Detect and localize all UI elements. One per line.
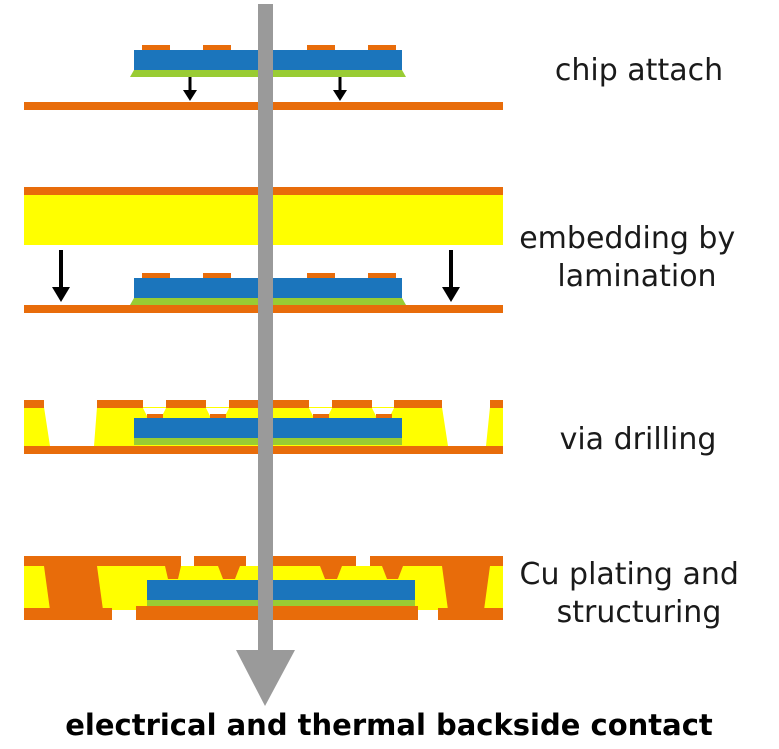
chip-pad <box>203 45 231 50</box>
copper-bottom-trace <box>24 608 112 620</box>
label-embedding: embedding by lamination <box>519 221 745 294</box>
copper-top-segment <box>332 400 372 408</box>
plated-microvia <box>320 566 342 579</box>
process-flow-arrow-shaft <box>258 4 273 654</box>
copper-top-trace <box>370 556 503 566</box>
plated-microvia <box>165 566 181 579</box>
bottom-label: electrical and thermal backside contact <box>65 708 713 742</box>
attach-arrow-head <box>183 90 197 101</box>
chip-pad <box>368 273 396 278</box>
plated-via <box>44 566 103 610</box>
chip-pad <box>307 273 335 278</box>
copper-top-trace <box>24 556 181 566</box>
lamination-arrow-head <box>52 287 70 302</box>
chip-pad <box>142 45 170 50</box>
copper-top-segment <box>490 400 503 408</box>
chip-pad <box>307 45 335 50</box>
laminate-segment <box>486 407 503 446</box>
chip-pad <box>210 414 226 418</box>
lamination-arrow-head <box>442 287 460 302</box>
label-chip-attach: chip attach <box>555 53 723 88</box>
adhesive-layer <box>147 600 415 606</box>
copper-top-segment <box>97 400 143 408</box>
laminate-segment <box>24 407 50 446</box>
attach-arrow-head <box>333 90 347 101</box>
chip-pad <box>142 273 170 278</box>
copper-bottom-thermal-pad <box>136 606 418 620</box>
chip-pad <box>203 273 231 278</box>
label-via-drilling: via drilling <box>560 422 717 457</box>
chip-pad <box>147 414 163 418</box>
copper-top-trace <box>194 556 246 566</box>
chip <box>147 580 415 600</box>
copper-top-segment <box>166 400 206 408</box>
copper-top-segment <box>394 400 442 408</box>
label-cu-plating: Cu plating and structuring <box>520 557 749 630</box>
plated-microvia <box>218 566 240 579</box>
chip-pad <box>376 414 392 418</box>
chip-pad <box>368 45 396 50</box>
copper-bottom-trace <box>438 608 503 620</box>
copper-top-segment <box>24 400 44 408</box>
plated-microvia <box>382 566 403 579</box>
process-flow-arrow-head <box>236 650 295 706</box>
copper-top-trace <box>270 556 356 566</box>
chip-pad <box>313 414 329 418</box>
plated-via <box>442 566 490 610</box>
